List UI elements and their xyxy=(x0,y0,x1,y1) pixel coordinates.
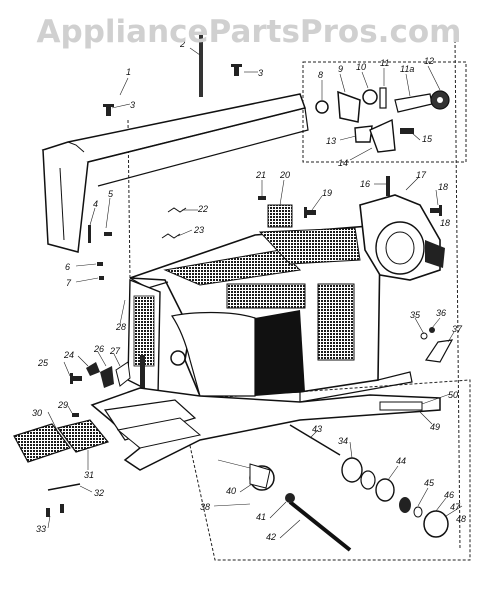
rod-2 xyxy=(199,35,203,97)
spring-23 xyxy=(161,233,181,239)
callout-38: 38 xyxy=(200,502,210,512)
screw-25 xyxy=(70,373,82,384)
clamp-27 xyxy=(115,361,131,387)
plate-20 xyxy=(267,204,293,228)
subassembly-gears xyxy=(315,87,450,153)
callout-40: 40 xyxy=(226,486,236,496)
callout-2: 2 xyxy=(179,39,185,49)
callout-28: 28 xyxy=(115,322,126,332)
callout-29: 29 xyxy=(57,400,68,410)
frame-top-right xyxy=(302,61,467,163)
callout-33: 33 xyxy=(36,524,46,534)
callout-8: 8 xyxy=(318,70,323,80)
lever-24 xyxy=(86,362,100,376)
screw-19 xyxy=(304,207,316,218)
callout-5: 5 xyxy=(108,189,114,199)
callout-32: 32 xyxy=(94,488,104,498)
callout-20: 20 xyxy=(279,170,290,180)
callout-45: 45 xyxy=(424,478,435,488)
callout-23: 23 xyxy=(193,225,204,235)
callout-22: 22 xyxy=(197,204,208,214)
leader-lines xyxy=(47,47,463,539)
callout-3a: 3 xyxy=(258,68,263,78)
callout-10: 10 xyxy=(356,62,366,72)
watermark: AppliancePartsPros.com xyxy=(36,14,462,50)
lever-26 xyxy=(100,366,114,388)
callout-7: 7 xyxy=(66,278,72,288)
bolt-36 xyxy=(429,327,435,333)
callout-12: 12 xyxy=(424,56,434,66)
callout-34: 34 xyxy=(338,436,348,446)
callout-44: 44 xyxy=(396,456,406,466)
callout-49: 49 xyxy=(430,422,440,432)
hand-wheel-housing xyxy=(359,176,445,281)
screw-18 xyxy=(430,205,442,216)
callout-42: 42 xyxy=(266,532,276,542)
callout-41: 41 xyxy=(256,512,266,522)
callout-25: 25 xyxy=(37,358,49,368)
callout-1: 1 xyxy=(126,67,131,77)
callout-13: 13 xyxy=(326,136,336,146)
callout-21: 21 xyxy=(255,170,266,180)
callout-48: 48 xyxy=(456,514,466,524)
callout-4: 4 xyxy=(93,199,98,209)
callout-labels: 1 2 3 3 4 5 6 7 8 9 10 11 11a 12 13 14 1… xyxy=(32,39,466,542)
callout-27: 27 xyxy=(109,346,121,356)
screw-21 xyxy=(258,196,266,200)
top-cover xyxy=(41,93,309,253)
callout-24: 24 xyxy=(63,350,74,360)
screw-3a xyxy=(231,64,242,76)
callout-11a: 11a xyxy=(400,64,414,74)
screw-3b xyxy=(103,104,114,116)
callout-46: 46 xyxy=(444,490,454,500)
callout-18a: 18 xyxy=(438,182,448,192)
washer-6 xyxy=(97,262,103,266)
needle-head xyxy=(127,278,161,397)
lever-37 xyxy=(424,339,454,363)
spring-32 xyxy=(47,483,81,491)
screw-33 xyxy=(46,504,64,517)
slide-plate-30 xyxy=(13,423,71,463)
screw-4 xyxy=(88,225,91,243)
callout-43: 43 xyxy=(312,424,322,434)
callout-3b: 3 xyxy=(130,100,135,110)
washer-35 xyxy=(420,332,428,340)
callout-47: 47 xyxy=(450,502,461,512)
callout-50: 50 xyxy=(448,390,458,400)
callout-15: 15 xyxy=(422,134,433,144)
callout-6: 6 xyxy=(65,262,70,272)
washer-7 xyxy=(99,276,104,280)
frame-bottom xyxy=(179,379,471,561)
callout-18b: 18 xyxy=(440,218,450,228)
callout-31: 31 xyxy=(84,470,94,480)
callout-9: 9 xyxy=(338,64,343,74)
callout-37: 37 xyxy=(452,324,463,334)
callout-16: 16 xyxy=(360,179,370,189)
callout-30: 30 xyxy=(32,408,42,418)
callout-19: 19 xyxy=(322,188,332,198)
bottom-parts xyxy=(249,327,454,552)
screw-5 xyxy=(104,232,112,236)
screw-29 xyxy=(72,413,79,417)
machine-body xyxy=(129,225,413,403)
callout-11: 11 xyxy=(380,58,389,68)
callout-26: 26 xyxy=(93,344,104,354)
base-plate xyxy=(90,387,441,471)
callout-35: 35 xyxy=(410,310,421,320)
plate-50 xyxy=(379,401,423,411)
slide-plate-31 xyxy=(56,419,110,453)
callout-14: 14 xyxy=(338,158,348,168)
callout-17: 17 xyxy=(416,170,427,180)
callout-36: 36 xyxy=(436,308,446,318)
frame-right-long xyxy=(454,39,461,551)
